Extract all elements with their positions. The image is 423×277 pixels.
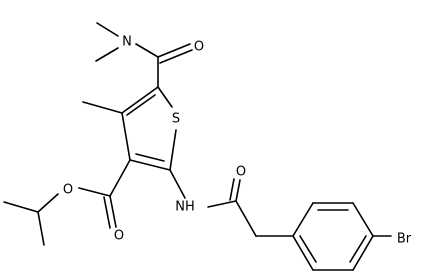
bond-ar-inner-b	[349, 235, 367, 263]
bond-c5-c4	[121, 86, 159, 114]
bond-n-methyl-top	[96, 22, 119, 37]
bond-amide-co-2	[159, 49, 193, 64]
bond-ar-3-4	[352, 202, 374, 237]
bond-c4-methyl	[82, 101, 123, 114]
atom-label-n-amide: N	[122, 35, 132, 50]
bond-ester-co-1	[109, 195, 117, 228]
bond-n-methyl-bottom	[95, 47, 119, 62]
bond-acetamide-co-2	[229, 178, 235, 201]
bond-isopropyl-me2	[37, 211, 45, 246]
bond-c3-c2-inner	[135, 153, 165, 162]
bond-c3-ester-c	[109, 159, 131, 197]
bond-ester-c-o-single	[78, 187, 111, 197]
atom-label-nh: NH	[175, 200, 195, 215]
atom-label-br: Br	[397, 232, 412, 247]
atom-label-o-amide: O	[194, 40, 204, 55]
atom-label-s-ring: S	[172, 112, 180, 127]
bond-c5-s	[157, 86, 173, 108]
bond-isopropyl-me1	[3, 201, 39, 213]
atom-label-o-acetamide: O	[236, 165, 246, 180]
bond-amide-co-1	[157, 43, 191, 58]
bond-c2-nh	[169, 169, 186, 199]
bond-acetamide-co-1	[235, 179, 241, 202]
bond-n-carbonyl	[135, 43, 159, 58]
bond-o-isopropyl-ch	[37, 193, 59, 213]
bond-ester-co-2	[103, 196, 111, 229]
bond-c3-c2	[129, 159, 171, 171]
bond-c5-c4-inner	[126, 94, 156, 116]
bond-layer	[3, 22, 392, 271]
bond-ar-1-2	[292, 202, 314, 237]
bond-nh-carbonyl	[207, 200, 237, 208]
bond-ar-6-1	[292, 235, 314, 271]
bond-ar-4-5	[352, 235, 374, 271]
bond-s-c2	[169, 129, 177, 171]
atom-label-o-ester-double: O	[114, 229, 124, 244]
bond-carbonyl-ch2	[235, 200, 257, 237]
atom-label-layer: N O S O O NH O Br	[63, 35, 412, 247]
atom-label-o-ester-single: O	[63, 183, 73, 198]
bond-ar-inner-c	[299, 235, 317, 263]
bond-c4-c3	[121, 112, 131, 161]
